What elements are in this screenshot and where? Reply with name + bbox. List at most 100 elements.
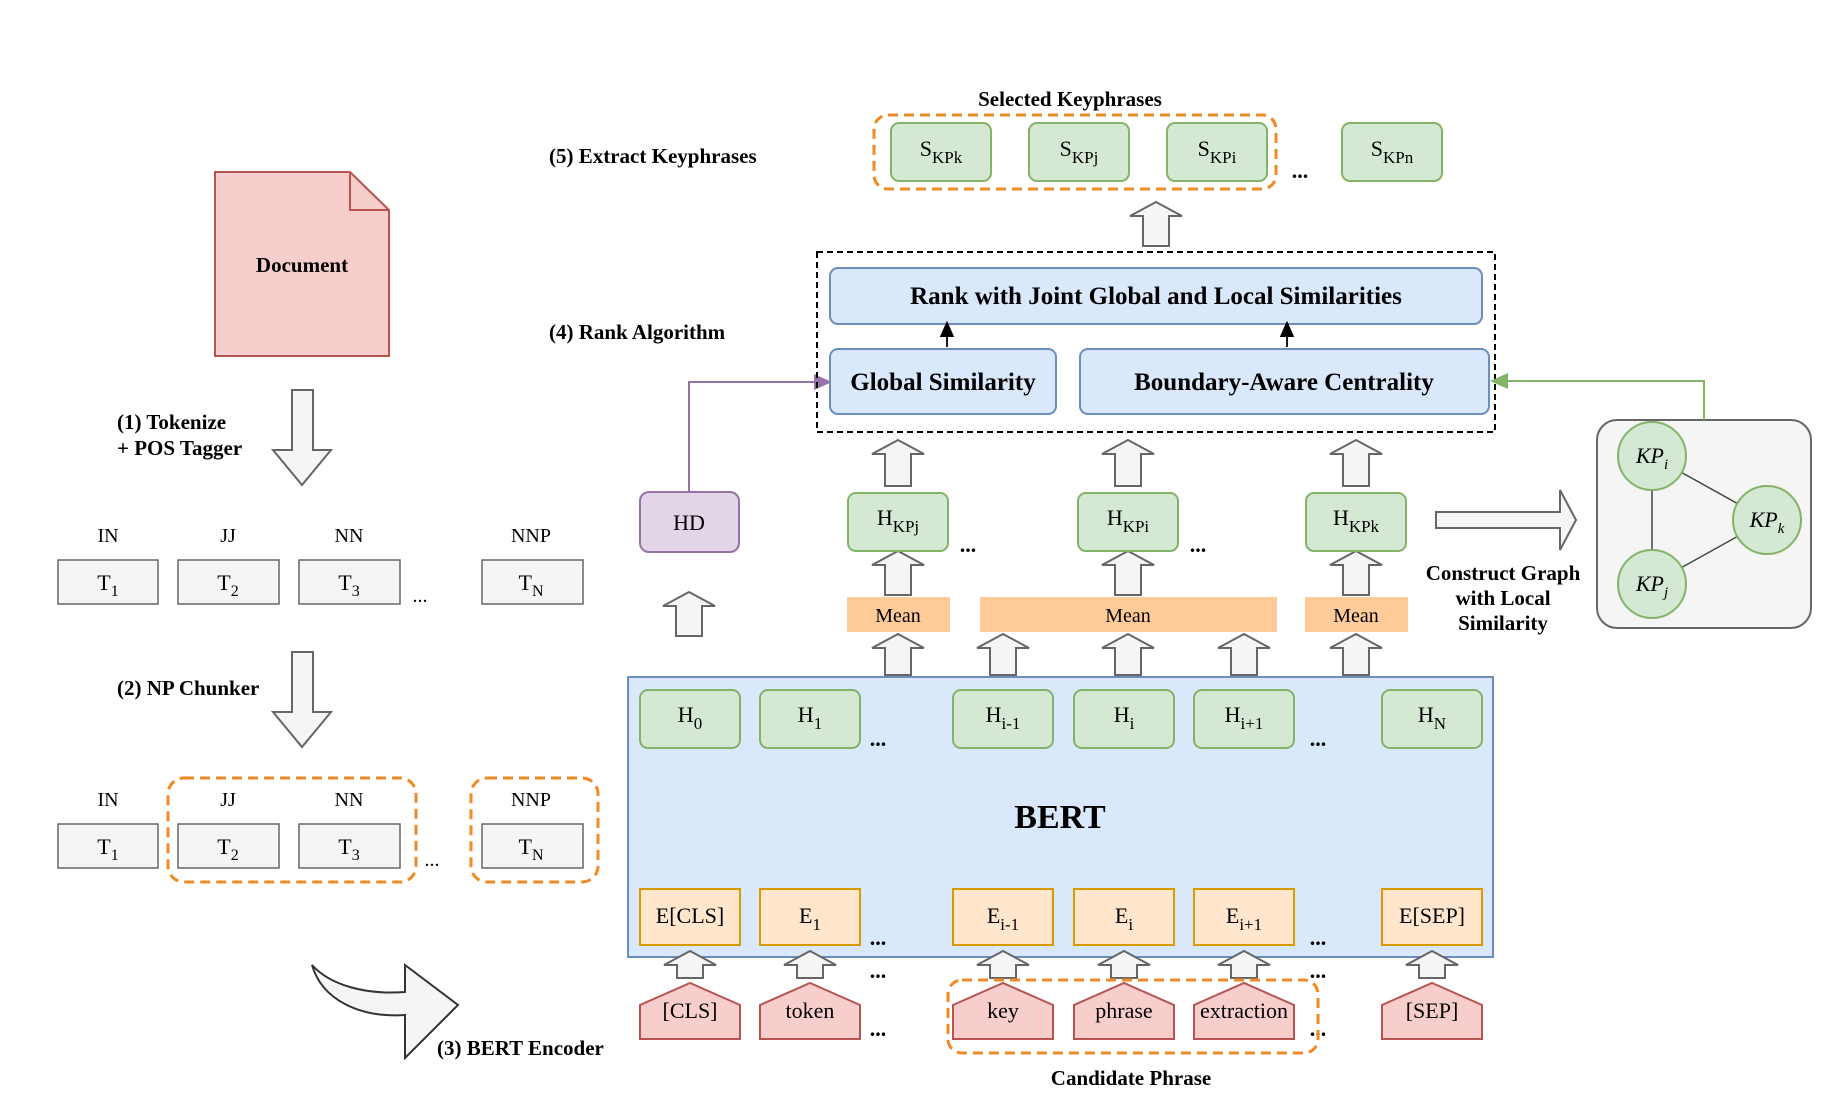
ellipsis-input-2: ... [1310, 1016, 1327, 1041]
input-token-label: [SEP] [1406, 998, 1459, 1023]
boundary-centrality-box [1079, 348, 1490, 415]
kp-hidden-box [847, 492, 949, 552]
candidate-phrase-highlight [946, 978, 1320, 1055]
input-token-shape [1381, 981, 1483, 1040]
embedding-label: E[CLS] [656, 903, 724, 928]
step-extract: (5) Extract Keyphrases [549, 144, 757, 168]
hidden-state-label: HN [1418, 702, 1446, 733]
step-tokenize-line1: (1) Tokenize [117, 410, 226, 434]
pos-tag-nnp: NNP [511, 525, 551, 547]
hidden-state-box [1381, 689, 1483, 749]
token-to-embedding-arrow [976, 949, 1030, 979]
embedding-box [759, 888, 861, 946]
selected-keyphrase-box [1166, 122, 1268, 182]
hidden-to-mean-arrow [1329, 632, 1383, 676]
hidden-to-mean-arrow [976, 632, 1030, 676]
rank-joint-box [829, 267, 1483, 325]
np-chunk-highlight-2 [469, 776, 600, 884]
hd-label: HD [673, 510, 705, 535]
hidden-state-label: Hi+1 [1225, 702, 1264, 733]
kp-hidden-box [1077, 492, 1179, 552]
graph-caption-2: with Local [1455, 586, 1550, 610]
token-to-embedding-arrow [1405, 949, 1459, 979]
hidden-to-mean-arrow [1101, 632, 1155, 676]
document-label: Document [256, 253, 348, 277]
graph-node-label: KPj [1635, 571, 1668, 601]
input-token-label: [CLS] [663, 998, 718, 1023]
ellipsis-bert-1: ... [870, 726, 887, 751]
graph-caption-3: Similarity [1458, 611, 1548, 635]
mean-label-k: Mean [1333, 605, 1379, 627]
embedding-box [1073, 888, 1175, 946]
hidden-state-box [1193, 689, 1295, 749]
selected-keyphrase-label: SKPn [1371, 136, 1414, 167]
embedding-box [1381, 888, 1483, 946]
graph-node-label: KPi [1635, 443, 1668, 473]
graph-node [1617, 549, 1687, 619]
ellipsis-selected: ... [1292, 158, 1309, 183]
token-tn: TN [518, 570, 543, 600]
hidden-state-box [639, 689, 741, 749]
graph-to-boundary-arrow [1490, 373, 1705, 420]
selected-keyphrase-label: SKPi [1198, 136, 1237, 167]
token-t1: T1 [97, 570, 118, 600]
selected-keyphrase-box [1028, 122, 1130, 182]
selected-keyphrase-box [1341, 122, 1443, 182]
mean-to-kp-arrow [1101, 549, 1155, 596]
down-arrow-chunker [270, 651, 334, 749]
embedding-label: E[SEP] [1399, 903, 1465, 928]
graph-node [1732, 485, 1802, 555]
input-token-label: token [786, 998, 835, 1023]
embedding-label: Ei+1 [1226, 903, 1262, 934]
input-token-shape [1073, 981, 1175, 1040]
graph-node-label: KPk [1749, 507, 1785, 537]
np-chunk-highlight-1 [166, 776, 418, 884]
hidden-state-label: Hi-1 [986, 702, 1021, 733]
input-token-shape [639, 981, 741, 1040]
token-to-embedding-arrow [1217, 949, 1271, 979]
hidden-to-mean-arrow [1217, 632, 1271, 676]
pos-row-2: IN JJ NN NNP T1 T2 T3 TN ... [57, 776, 600, 884]
kp-to-rank-arrow [1329, 438, 1383, 487]
curved-arrow-encoder [311, 962, 460, 1061]
step-tokenize-line2: + POS Tagger [117, 436, 242, 460]
mean-box-k [1305, 597, 1408, 632]
boundary-centrality-label: Boundary-Aware Centrality [1134, 369, 1434, 396]
token-to-embedding-arrow [783, 949, 837, 979]
hd-to-global-arrow [688, 374, 832, 492]
ellipsis-embed-2: ... [1310, 925, 1327, 950]
embedding-box [639, 888, 741, 946]
embedding-box [1193, 888, 1295, 946]
selected-highlight [872, 113, 1278, 191]
rank-algorithm-block [816, 251, 1496, 433]
selected-keyphrase-box [890, 122, 992, 182]
graph-node [1617, 421, 1687, 491]
token-t3-2: T3 [338, 834, 359, 864]
kp-hidden-label: HKPj [877, 505, 919, 536]
ellipsis-kp-2: ... [1190, 532, 1207, 557]
hidden-to-mean-arrow [871, 632, 925, 676]
input-token-row: [CLS] token key phrase extraction [SEP] [639, 981, 1483, 1040]
rank-to-selected-arrow [1129, 200, 1183, 247]
token-tn-2: TN [518, 834, 543, 864]
embedding-label: E1 [799, 903, 821, 934]
input-token-label: key [987, 998, 1019, 1023]
input-token-label: extraction [1200, 998, 1288, 1023]
token-t2: T2 [217, 570, 238, 600]
step-chunker: (2) NP Chunker [117, 676, 259, 700]
rank-joint-label: Rank with Joint Global and Local Similar… [910, 283, 1402, 310]
graph-construct-arrow [1435, 489, 1578, 551]
ellipsis-hidden-2: ... [1310, 958, 1327, 983]
kp-to-rank-arrow [1101, 438, 1155, 487]
token-t1-2: T1 [97, 834, 118, 864]
mean-to-kp-arrow [1329, 549, 1383, 596]
step-rank: (4) Rank Algorithm [549, 320, 726, 344]
input-token-shape [952, 981, 1054, 1040]
input-token-shape [1193, 981, 1295, 1040]
input-token-label: phrase [1095, 998, 1152, 1023]
pos-tag-nn: NN [335, 525, 364, 547]
